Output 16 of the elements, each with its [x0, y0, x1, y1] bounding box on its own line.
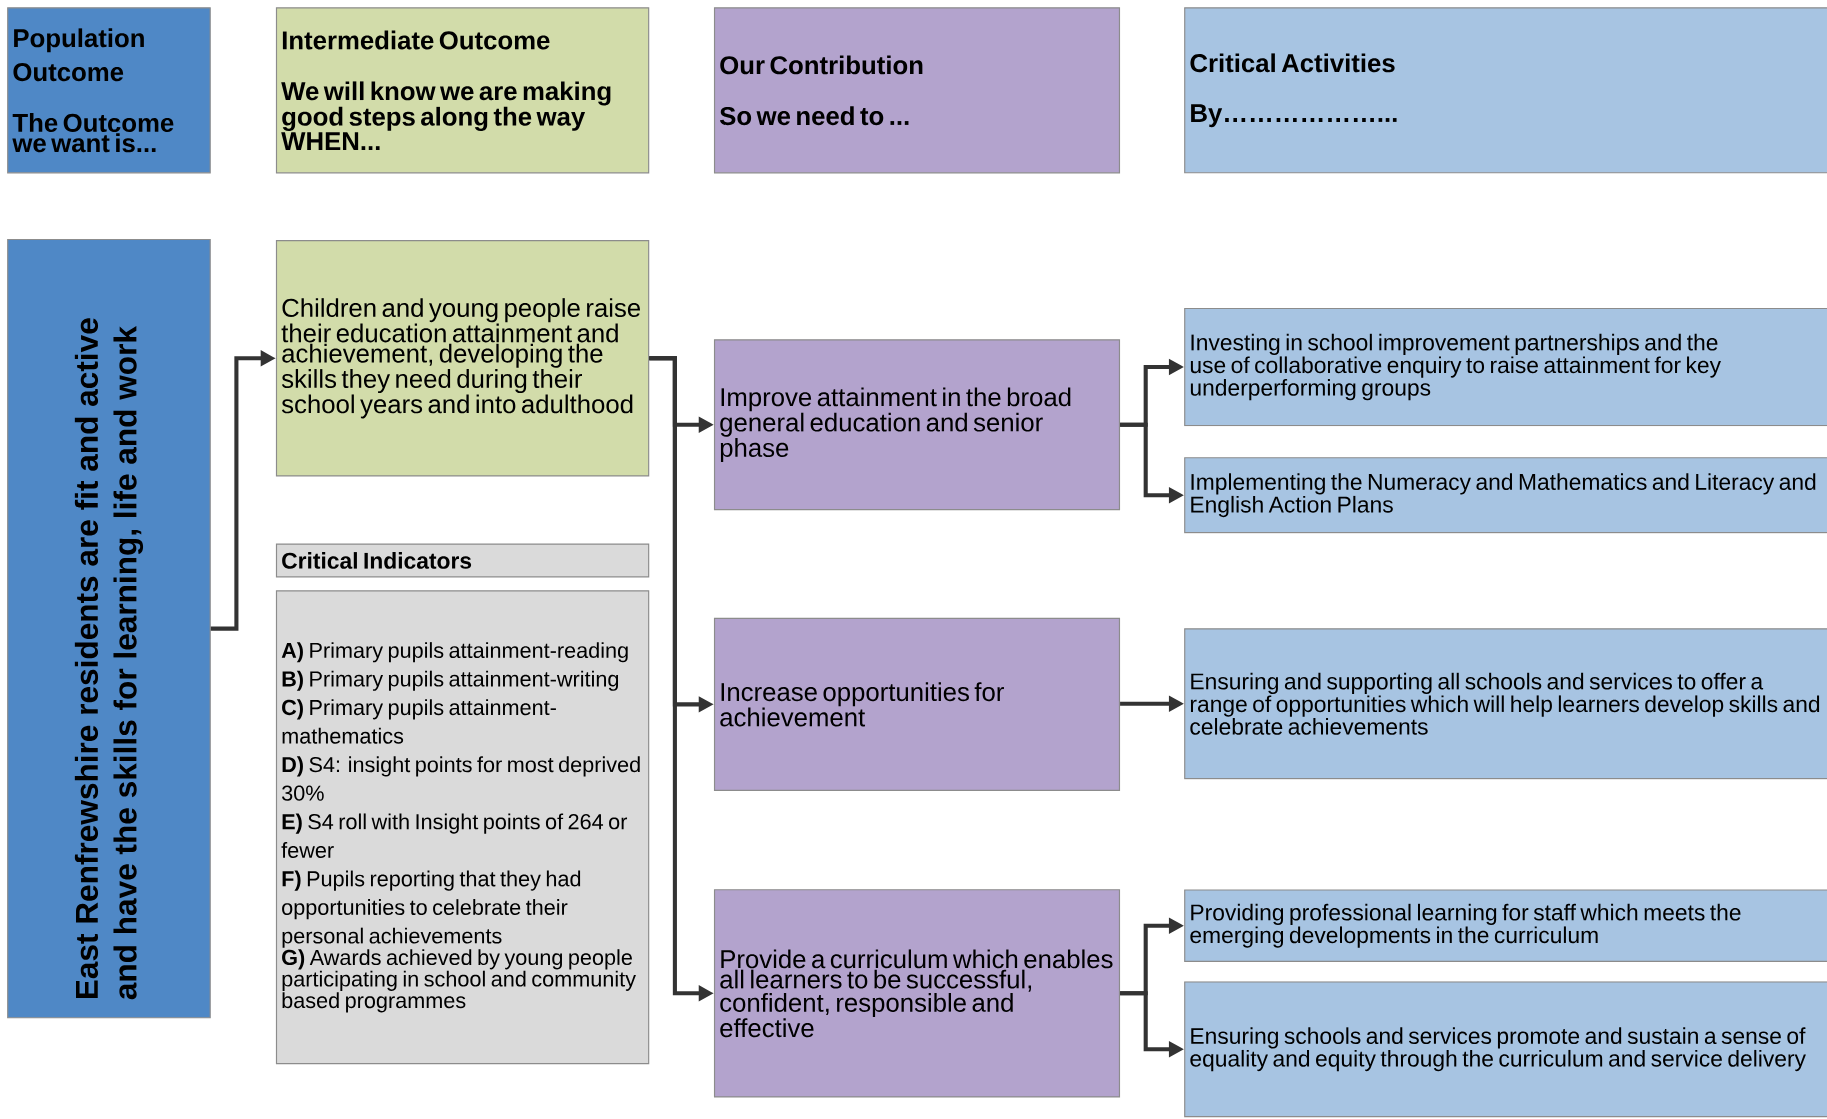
- column-header: Our Contribution So we need to ...: [713, 7, 1121, 174]
- indicator-header: Critical Indicators: [275, 543, 650, 578]
- outcome-box: East Renfrewshire residents are fit and active and have the skills for learning, life and work: [7, 239, 211, 1019]
- activity-box: Implementing the Numeracy and Mathematics and Literacy and English Action Plans: [1184, 457, 1827, 534]
- contribution-box: Increase opportunities for achievement: [713, 617, 1121, 792]
- indicator-list: A) Primary pupils attainment-reading B) Primary pupils attainment-writing C) Primary pupils attainment-mathematics D) S4: insight points for most deprived 30% E) S4 roll with Insight points of 264 or fewer F) Pupils reporting that they had opportunities to celebrate their personal achievements G) Awards achieved by young people participating in school and community based programmes: [275, 590, 650, 1065]
- outcome-box: Children and young people raise their education attainment and achievement, developing the skills they need during their school years and into adulthood: [275, 240, 650, 477]
- column-header: Critical Activities By………………...: [1184, 7, 1827, 174]
- activity-box: Ensuring schools and services promote and sustain a sense of equality and equity through the curriculum and service delivery: [1184, 981, 1827, 1118]
- activity-box: Ensuring and supporting all schools and services to offer a range of opportunities which will help learners develop skills and celebrate achievements: [1184, 628, 1827, 780]
- activity-box: Investing in school improvement partnerships and the use of collaborative enquiry to raise attainment for key underperforming groups: [1184, 308, 1827, 427]
- contribution-box: Provide a curriculum which enables all learners to be successful, confident, responsible and effective: [713, 889, 1121, 1098]
- column-header: Population Outcome The Outcome we want is...: [7, 7, 211, 174]
- activity-box: Providing professional learning for staff which meets the emerging developments in the curriculum: [1184, 889, 1827, 963]
- column-header: Intermediate Outcome We will know we are making good steps along the way WHEN...: [275, 7, 650, 174]
- contribution-box: Improve attainment in the broad general education and senior phase: [713, 339, 1121, 511]
